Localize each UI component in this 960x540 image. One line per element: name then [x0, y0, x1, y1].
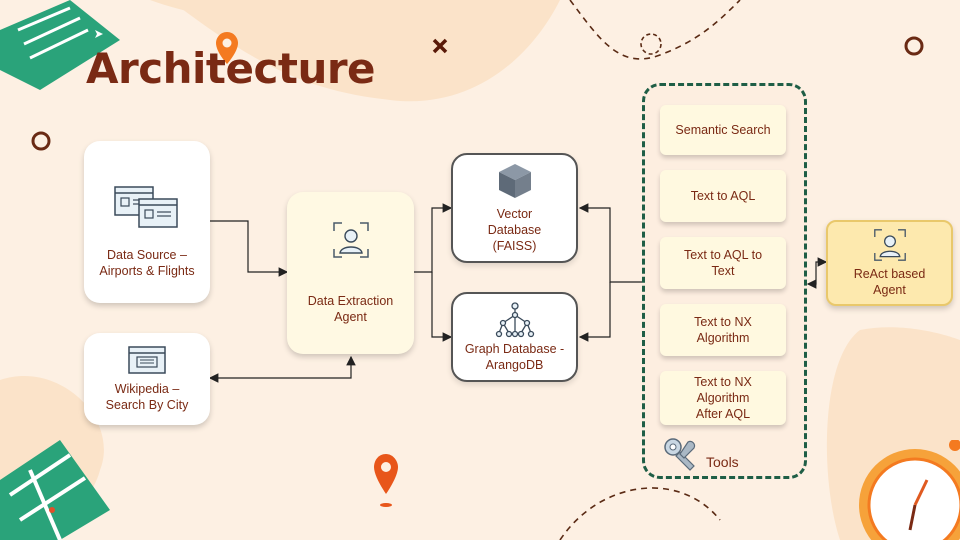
data-extraction-agent-box: Data Extraction Agent	[287, 192, 414, 354]
tools-label: Tools	[706, 454, 739, 470]
react-agent-box: ReAct based Agent	[826, 220, 953, 306]
location-pin-icon	[216, 32, 238, 64]
tool-text-to-nx-algorithm-after-aql: Text to NX Algorithm After AQL	[660, 371, 786, 425]
browser-window-icon	[114, 186, 178, 228]
webpage-icon	[128, 346, 166, 374]
data-extraction-agent-label: Data Extraction Agent	[307, 294, 394, 324]
tool-text-to-aql: Text to AQL	[660, 170, 786, 222]
data-source-label: Data Source – Airports & Flights	[99, 248, 195, 278]
tool-text-to-aql-to-text: Text to AQL to Text	[660, 237, 786, 289]
graph-network-icon	[495, 302, 534, 338]
clock-decoration	[859, 440, 960, 540]
graph-database-label: Graph Database - ArangoDB	[464, 342, 565, 372]
data-source-box: Data Source – Airports & Flights	[84, 141, 210, 303]
ticket-decoration	[0, 0, 120, 90]
page-title: Architecture	[86, 44, 376, 93]
vector-database-label: Vector Database (FAISS)	[487, 207, 542, 253]
location-pin-icon-bottom	[374, 454, 398, 507]
map-decoration	[0, 440, 110, 540]
ring-icon-right	[904, 36, 924, 56]
tool-text-to-nx-algorithm: Text to NX Algorithm	[660, 304, 786, 356]
graph-database-box: Graph Database - ArangoDB	[451, 292, 578, 382]
tool-semantic-search: Semantic Search	[660, 105, 786, 155]
tools-wrench-icon	[664, 438, 696, 471]
react-agent-person-icon	[873, 229, 906, 261]
cross-icon	[432, 38, 448, 54]
ring-icon	[31, 131, 51, 151]
vector-database-box: Vector Database (FAISS)	[451, 153, 578, 263]
wikipedia-label: Wikipedia – Search By City	[105, 382, 189, 412]
cube-icon	[498, 164, 531, 198]
wikipedia-box: Wikipedia – Search By City	[84, 333, 210, 425]
react-agent-label: ReAct based Agent	[853, 267, 926, 297]
agent-person-icon	[332, 222, 369, 258]
